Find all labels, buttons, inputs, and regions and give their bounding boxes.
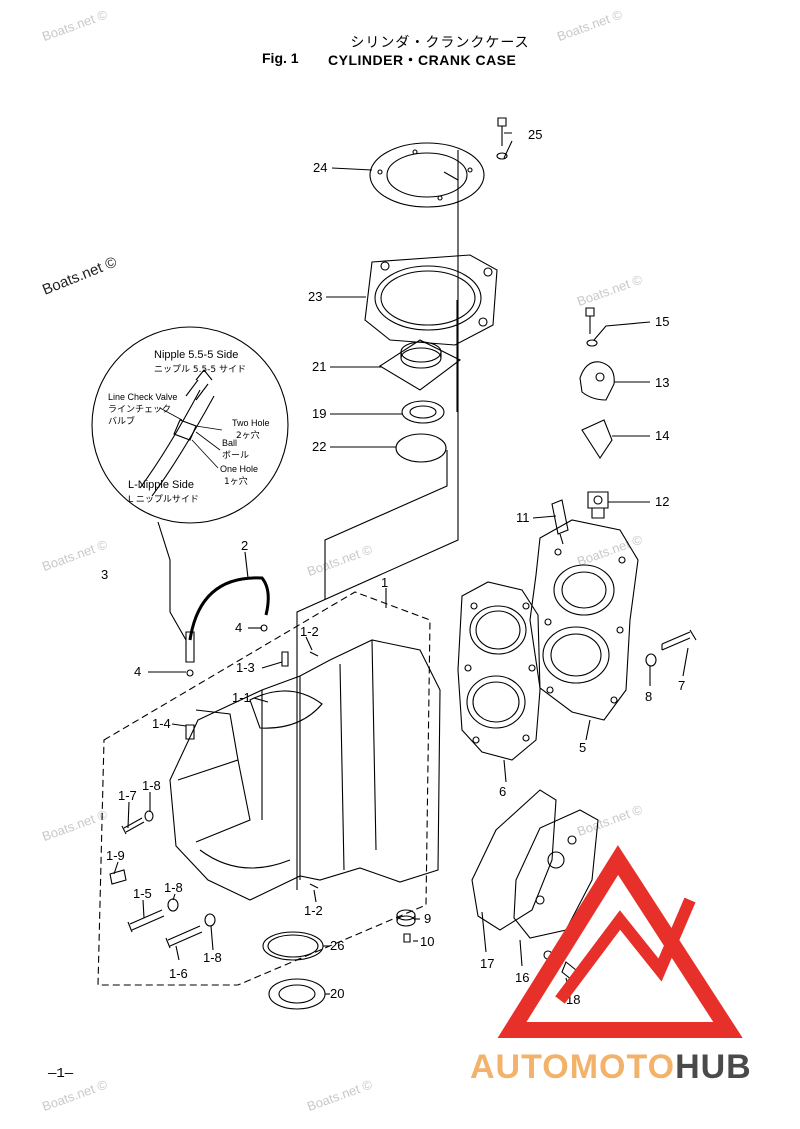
washer-1-8-shape bbox=[204, 913, 216, 927]
inset-check-valve-jp2: バルブ bbox=[108, 415, 135, 427]
part-label-1-1: 1-1 bbox=[232, 690, 251, 705]
head-gasket-6-shape bbox=[457, 581, 541, 761]
part-label-20: 20 bbox=[330, 986, 344, 1001]
hose-2-shape bbox=[188, 576, 270, 641]
figure-number: Fig. 1 bbox=[262, 50, 299, 66]
gasket-17-shape bbox=[471, 789, 557, 931]
part-label-11: 11 bbox=[516, 510, 530, 525]
part-label-17: 17 bbox=[480, 956, 494, 971]
bolt-1-5-shape bbox=[127, 909, 165, 933]
part-label-1-8: 1-8 bbox=[203, 950, 222, 965]
washer-1-8-shape bbox=[144, 810, 154, 822]
thermostat-12-shape bbox=[587, 491, 609, 519]
inset-labels: Nipple 5.5-5 Side ニップル 5.5-5 サイド Line Ch… bbox=[108, 349, 270, 505]
part-label-1-7: 1-7 bbox=[118, 788, 137, 803]
pin-1-2-shape bbox=[309, 651, 319, 657]
crankcase-boundary-dashed bbox=[97, 591, 431, 986]
bolt-1-7-shape bbox=[121, 817, 145, 835]
inset-nipple-side-jp: ニップル 5.5-5 サイド bbox=[154, 364, 246, 375]
part-label-8: 8 bbox=[645, 689, 652, 704]
part-label-24: 24 bbox=[313, 160, 327, 175]
bolt-1-6-shape bbox=[165, 925, 203, 949]
bolt-15-shape bbox=[585, 307, 598, 347]
part-label-25: 25 bbox=[528, 127, 542, 142]
part-label-26: 26 bbox=[330, 938, 344, 953]
bolt-7-shape bbox=[661, 629, 697, 651]
sensor-11-shape bbox=[551, 499, 569, 545]
inset-one-hole-en: One Hole bbox=[220, 464, 258, 474]
gasket-23-shape bbox=[364, 254, 498, 346]
seal-19-shape bbox=[401, 400, 445, 424]
inset-detail-circle bbox=[91, 326, 289, 524]
part-label-19: 19 bbox=[312, 406, 326, 421]
inset-l-nipple-en: L-Nipple Side bbox=[128, 479, 194, 491]
inset-ball-jp: ボール bbox=[222, 450, 249, 461]
part-label-2: 2 bbox=[241, 538, 248, 553]
housing-21-shape bbox=[378, 339, 462, 391]
page-number: —1— bbox=[48, 1066, 74, 1082]
part-labels: 25 24 23 21 19 22 15 13 14 12 11 3 2 1 4… bbox=[101, 127, 685, 1007]
part-label-14: 14 bbox=[655, 428, 669, 443]
part-label-1-5: 1-5 bbox=[133, 886, 152, 901]
cover-16-shape bbox=[513, 809, 599, 939]
inset-ball-en: Ball bbox=[222, 438, 237, 448]
washer-8-shape bbox=[645, 653, 657, 667]
title-japanese: シリンダ・クランクケース bbox=[350, 35, 530, 51]
part-label-1-4: 1-4 bbox=[152, 716, 171, 731]
inset-check-valve-en: Line Check Valve bbox=[108, 392, 177, 402]
automotohub-logo-text: AUTOMOTOHUB bbox=[470, 1048, 752, 1086]
pin-1-2-shape bbox=[309, 883, 319, 889]
automotohub-logo-mark bbox=[497, 845, 743, 1038]
part-label-22: 22 bbox=[312, 439, 326, 454]
part-label-1-3: 1-3 bbox=[236, 660, 255, 675]
oring-26-shape bbox=[262, 931, 324, 961]
inset-leader bbox=[157, 521, 187, 641]
plug-1-9-shape bbox=[109, 869, 127, 885]
part-label-7: 7 bbox=[678, 678, 685, 693]
part-label-1-8: 1-8 bbox=[164, 880, 183, 895]
inset-one-hole-jp: 1ヶ穴 bbox=[224, 475, 248, 487]
crankcase-1-shape bbox=[169, 639, 441, 901]
part-label-1-8: 1-8 bbox=[142, 778, 161, 793]
part-label-21: 21 bbox=[312, 359, 326, 374]
plate-24-shape bbox=[369, 142, 485, 208]
part-label-1-2: 1-2 bbox=[304, 903, 323, 918]
part-label-12: 12 bbox=[655, 494, 669, 509]
part-label-9: 9 bbox=[424, 911, 431, 926]
washer-1-8-shape bbox=[167, 898, 179, 912]
part-label-4: 4 bbox=[134, 664, 141, 679]
part-label-1-6: 1-6 bbox=[169, 966, 188, 981]
bolt-10-shape bbox=[403, 933, 411, 943]
part-label-15: 15 bbox=[655, 314, 669, 329]
part-label-6: 6 bbox=[499, 784, 506, 799]
part-label-1-9: 1-9 bbox=[106, 848, 125, 863]
part-label-4: 4 bbox=[235, 620, 242, 635]
part-label-3: 3 bbox=[101, 567, 108, 582]
part-label-23: 23 bbox=[308, 289, 322, 304]
part-label-5: 5 bbox=[579, 740, 586, 755]
inset-l-nipple-jp: L ニップルサイド bbox=[128, 494, 199, 505]
gasket-14-shape bbox=[581, 419, 613, 460]
seal-20-shape bbox=[268, 978, 326, 1010]
part-label-10: 10 bbox=[420, 934, 434, 949]
part-label-16: 16 bbox=[515, 970, 529, 985]
cap-9-shape bbox=[396, 909, 416, 927]
bolt-25-shape bbox=[496, 117, 508, 160]
inset-nipple-side-en: Nipple 5.5-5 Side bbox=[154, 349, 238, 361]
inset-two-hole-jp: 2ヶ穴 bbox=[236, 429, 260, 441]
cylinder-head-5-shape bbox=[529, 519, 639, 721]
part-label-1-2: 1-2 bbox=[300, 624, 319, 639]
cover-13-shape bbox=[579, 361, 615, 401]
part-label-1: 1 bbox=[381, 575, 388, 590]
part-label-13: 13 bbox=[655, 375, 669, 390]
oring-22-shape bbox=[395, 433, 447, 463]
inset-check-valve-jp1: ラインチェック bbox=[108, 404, 171, 415]
figure-name: CYLINDER・CRANK CASE bbox=[328, 52, 517, 68]
check-valve-drawing bbox=[139, 369, 215, 497]
inset-two-hole-en: Two Hole bbox=[232, 418, 270, 428]
